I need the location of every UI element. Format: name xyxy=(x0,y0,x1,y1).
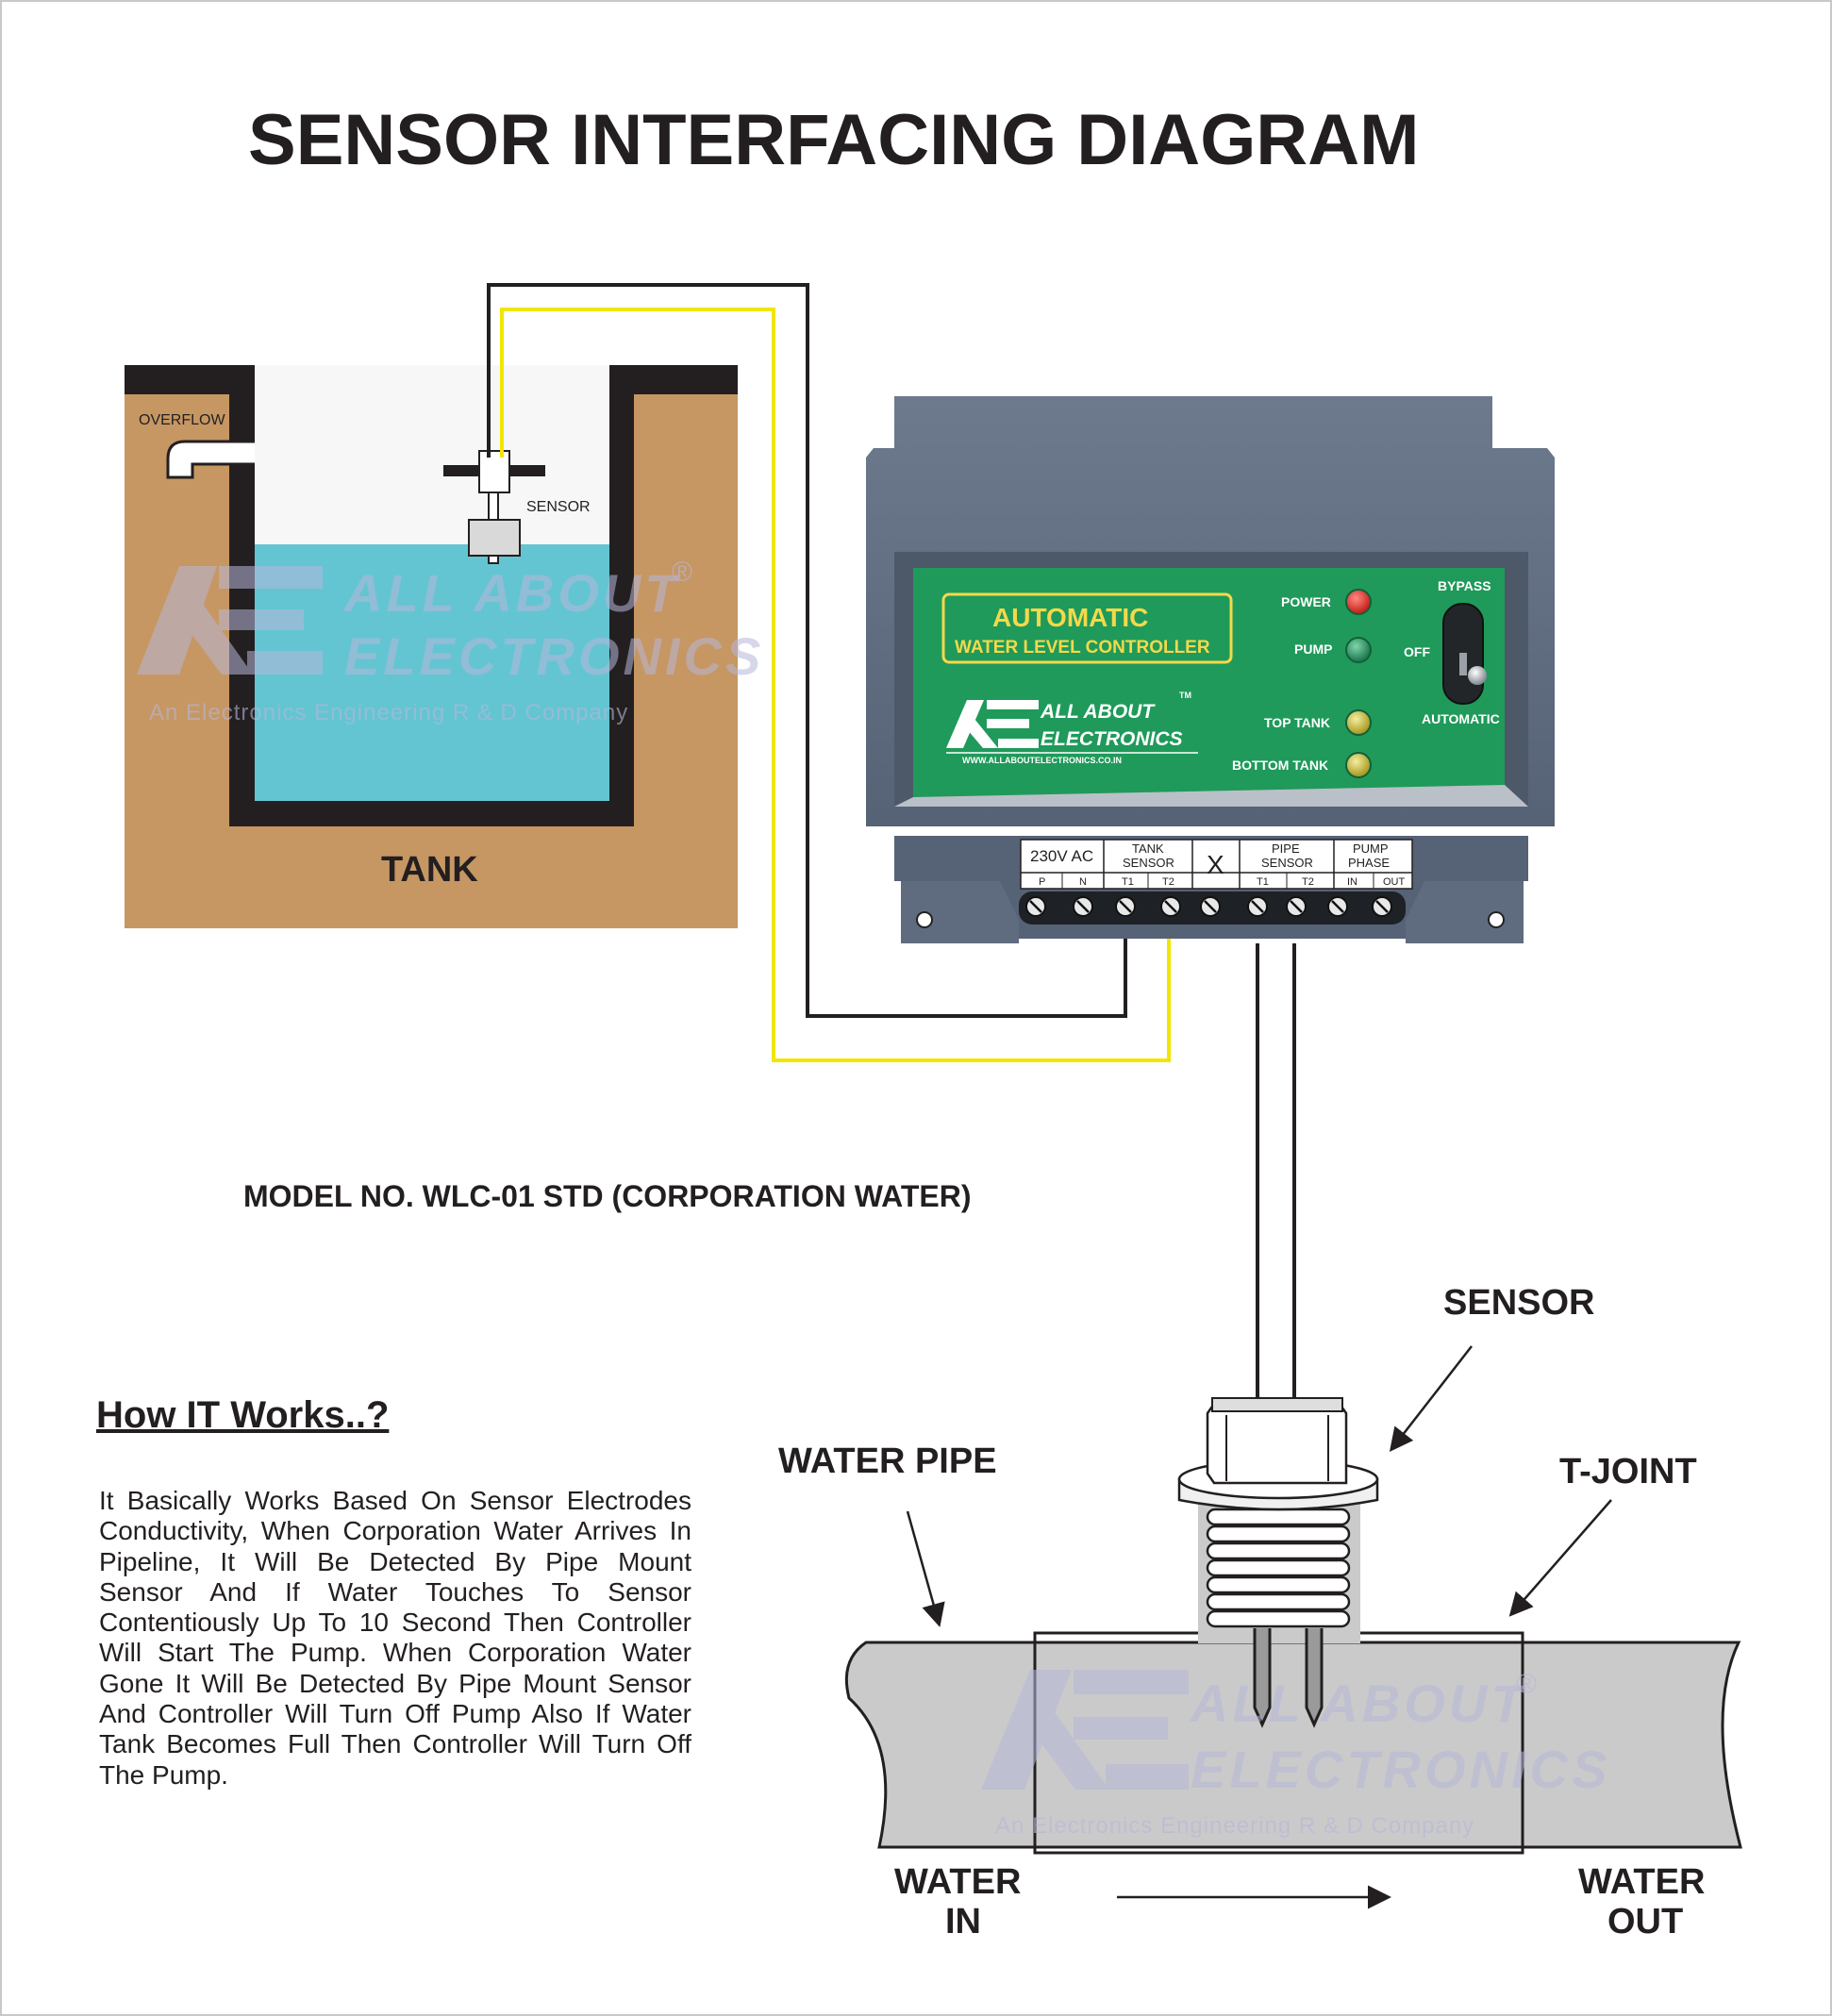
water-out-label-2: OUT xyxy=(1607,1902,1683,1941)
toggle-knob-icon xyxy=(1468,666,1487,685)
toggle-lever xyxy=(1459,653,1467,675)
terminal-head-tank-2: SENSOR xyxy=(1123,856,1174,870)
controller-title: AUTOMATIC xyxy=(992,603,1148,632)
terminal-head-pipe-2: SENSOR xyxy=(1261,856,1313,870)
terminal-sub-tank-t2: T2 xyxy=(1162,876,1174,888)
watermark-line1: ALL ABOUT xyxy=(342,563,681,623)
t-joint-label: T-JOINT xyxy=(1559,1452,1697,1491)
watermark-registered: ® xyxy=(672,557,692,588)
page-title: SENSOR INTERFACING DIAGRAM xyxy=(248,100,1419,180)
water-pipe-arrow-icon xyxy=(906,1510,945,1627)
watermark-pipe-line2: ELECTRONICS xyxy=(1191,1740,1610,1799)
tank-air xyxy=(255,365,609,544)
t-joint-arrow-icon xyxy=(1508,1499,1612,1617)
sensor-stem xyxy=(488,492,499,522)
tank-wall xyxy=(125,365,738,826)
pipe-sensor-wires xyxy=(1256,943,1296,1398)
water-in-label-2: IN xyxy=(945,1902,981,1941)
pipe-sensor-label: SENSOR xyxy=(1443,1283,1594,1323)
how-it-works-body: It Basically Works Based On Sensor Elect… xyxy=(99,1486,691,1790)
controller-faceplate xyxy=(913,568,1505,797)
watermark-tagline: An Electronics Engineering R & D Company xyxy=(149,700,628,725)
terminal-head-pipe-1: PIPE xyxy=(1272,841,1300,856)
terminal-head-x: X xyxy=(1207,850,1224,879)
watermark-logo-pipe xyxy=(981,1670,1189,1790)
mount-hole-right-icon xyxy=(1488,911,1505,928)
switch-label-off: OFF xyxy=(1404,644,1430,659)
model-number: MODEL NO. WLC-01 STD (CORPORATION WATER) xyxy=(243,1179,972,1213)
switch-label-automatic: AUTOMATIC xyxy=(1422,711,1500,726)
sensor-tip xyxy=(488,555,499,564)
terminal-table: 230V AC TANK SENSOR X PIPE SENSOR PUMP P… xyxy=(1020,839,1413,890)
mount-hole-left-icon xyxy=(916,911,933,928)
overflow-pipe xyxy=(166,440,255,479)
indicator-label-pump: PUMP xyxy=(1294,641,1332,657)
terminal-head-tank-1: TANK xyxy=(1132,841,1164,856)
controller-brand-url: WWW.ALLABOUTELECTRONICS.CO.IN xyxy=(962,756,1122,765)
mount-ear-right xyxy=(1406,881,1524,943)
mount-ear-left xyxy=(901,881,1019,943)
terminal-sub-tank-t1: T1 xyxy=(1122,876,1134,888)
watermark-line2: ELECTRONICS xyxy=(344,626,764,686)
terminal-head-pump-1: PUMP xyxy=(1353,841,1389,856)
electrode-2 xyxy=(1305,1628,1324,1728)
terminal-sub-pipe-t1: T1 xyxy=(1257,876,1269,888)
watermark-logo-tank xyxy=(137,566,323,675)
indicator-label-top-tank: TOP TANK xyxy=(1264,715,1330,730)
indicator-label-power: POWER xyxy=(1281,594,1331,609)
power-led-icon xyxy=(1345,589,1372,615)
controller-brand-line1: ALL ABOUT xyxy=(1040,701,1156,723)
water-out-label-1: WATER xyxy=(1578,1862,1705,1902)
controller-subtitle: WATER LEVEL CONTROLLER xyxy=(955,638,1210,658)
controller-brand-tm: TM xyxy=(1179,691,1191,700)
water-pipe-label: WATER PIPE xyxy=(778,1441,997,1481)
terminal-head-pump-2: PHASE xyxy=(1348,856,1390,870)
yellow-wire xyxy=(500,308,1171,1062)
how-it-works-title: How IT Works..? xyxy=(96,1394,390,1436)
terminal-sub-n: N xyxy=(1079,876,1087,888)
title-box xyxy=(941,592,1233,664)
controller-unit: AUTOMATIC WATER LEVEL CONTROLLER ALL ABO… xyxy=(866,396,1555,943)
terminal-head-230v: 230V AC xyxy=(1030,847,1093,865)
watermark-pipe-line1: ALL ABOUT xyxy=(1189,1674,1527,1733)
watermark-pipe-registered: ® xyxy=(1516,1669,1537,1700)
terminal-screws xyxy=(1025,896,1392,917)
sensor-hex-head xyxy=(1206,1402,1348,1485)
water-pipe xyxy=(844,1641,1742,1849)
sensor-pointer-arrow-icon xyxy=(1389,1345,1473,1452)
controller-brand-line2: ELECTRONICS xyxy=(1041,728,1183,750)
overflow-label: OVERFLOW xyxy=(139,412,225,428)
top-tank-led-icon xyxy=(1345,709,1372,736)
black-wire xyxy=(487,283,1127,1018)
watermark-pipe-tagline: An Electronics Engineering R & D Company xyxy=(995,1813,1474,1839)
pipe-assembly: ALL ABOUT ELECTRONICS ® An Electronics E… xyxy=(844,1397,1742,1855)
bottom-tank-led-icon xyxy=(1345,752,1372,778)
electrode-1 xyxy=(1253,1628,1272,1728)
water-in-label-1: WATER xyxy=(894,1862,1021,1902)
indicator-label-bottom-tank: BOTTOM TANK xyxy=(1232,758,1328,773)
switch-label-bypass: BYPASS xyxy=(1438,578,1491,593)
faceplate-bezel xyxy=(894,785,1528,807)
tank-illustration: OVERFLOW SENSOR ALL ABOUT ELECTRONICS ® … xyxy=(125,365,764,928)
controller-logo xyxy=(946,700,1039,748)
terminal-sub-pump-out: OUT xyxy=(1383,876,1406,888)
pump-led-icon xyxy=(1345,637,1372,663)
tank-label: TANK xyxy=(381,850,478,890)
tank-sensor-wires xyxy=(487,283,1171,1062)
sensor-thread xyxy=(1206,1508,1351,1628)
terminal-sub-p: P xyxy=(1039,876,1045,888)
sensor-nut xyxy=(478,450,510,493)
terminal-sub-pump-in: IN xyxy=(1347,876,1357,888)
tank-sensor-label: SENSOR xyxy=(526,499,591,515)
sensor-float xyxy=(468,519,521,557)
terminal-sub-pipe-t2: T2 xyxy=(1302,876,1314,888)
